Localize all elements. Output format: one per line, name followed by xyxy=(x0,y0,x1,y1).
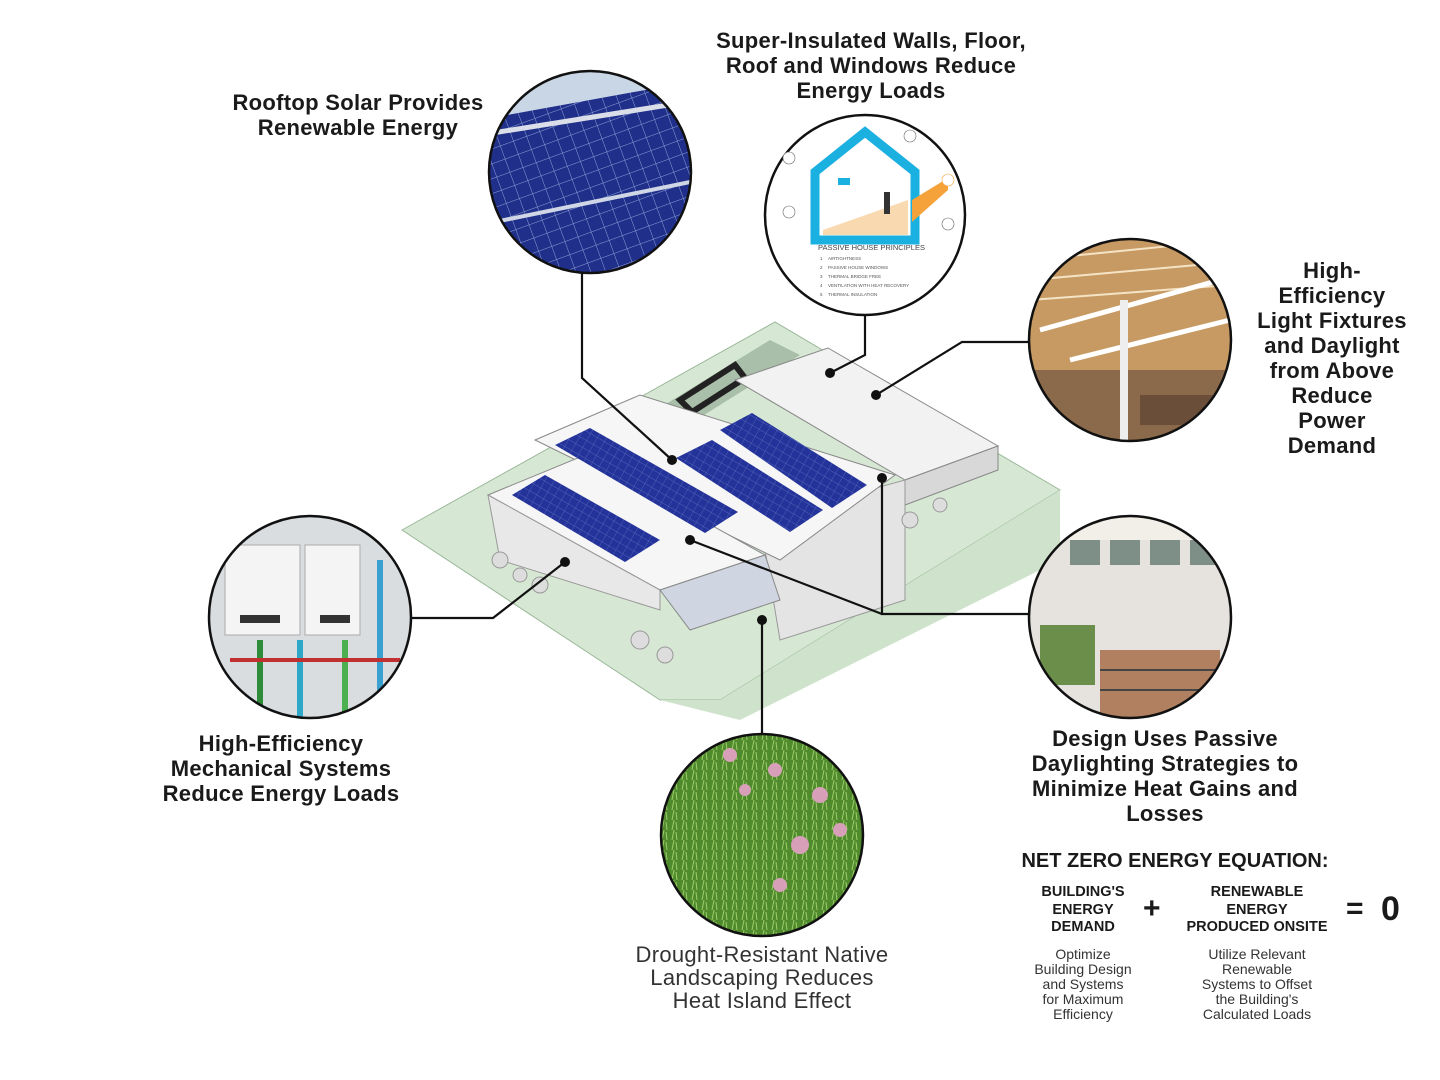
ph-item-num: 5 xyxy=(820,292,823,297)
desc-line: Utilize Relevant xyxy=(1208,945,1306,962)
leader-mechanical xyxy=(412,561,566,620)
label-line: High-Efficiency xyxy=(198,731,364,756)
ph-item-num: 2 xyxy=(820,265,823,270)
leader-solar xyxy=(580,273,673,461)
label-super-insulated: Super-Insulated Walls, Floor, Roof and W… xyxy=(680,28,1062,103)
label-line: Landscaping Reduces xyxy=(650,965,874,990)
ph-item-num: 3 xyxy=(820,274,823,279)
heading-line: ENERGY xyxy=(1226,901,1288,918)
label-line: Super-Insulated Walls, Floor, xyxy=(716,28,1026,53)
desc-line: for Maximum xyxy=(1042,990,1124,1007)
leader-dots xyxy=(560,368,887,625)
passive-house-diagram: PASSIVE HOUSE PRINCIPLES 1 AIRTIGHTNESS 2… xyxy=(763,113,967,317)
ph-item-num: 1 xyxy=(820,256,823,261)
label-line: Reduce xyxy=(1291,383,1373,408)
heading-line: DEMAND xyxy=(1051,919,1115,935)
ph-item-text: PASSIVE HOUSE WINDOWS xyxy=(828,265,888,270)
label-light-fixtures: High- Efficiency Light Fixtures and Dayl… xyxy=(1240,258,1424,458)
equals-sign: = xyxy=(1346,892,1364,925)
leader-daylighting-2 xyxy=(689,538,883,616)
front-facade xyxy=(659,554,781,631)
label-line: Efficiency xyxy=(1278,283,1386,308)
label-line: Drought-Resistant Native xyxy=(635,942,889,967)
ph-item-text: THERMAL INSULATION xyxy=(828,292,877,297)
label-line: Heat Island Effect xyxy=(672,988,852,1013)
solar-array-1 xyxy=(512,475,660,562)
ph-item-text: VENTILATION WITH HEAT RECOVERY xyxy=(828,283,909,288)
label-line: Power xyxy=(1298,408,1366,433)
solar-array-3 xyxy=(676,440,823,532)
label-line: and Daylight xyxy=(1264,333,1400,358)
equation-title: NET ZERO ENERGY EQUATION: xyxy=(1021,850,1329,872)
renewable-heading: RENEWABLE ENERGY PRODUCED ONSITE xyxy=(1176,884,1338,937)
label-line: Daylighting Strategies to xyxy=(1031,751,1299,776)
light-fixtures-photo xyxy=(1029,239,1231,441)
equation-result: 0 xyxy=(1381,890,1400,928)
desc-line: Building Design xyxy=(1034,960,1132,977)
label-line: Rooftop Solar Provides xyxy=(232,90,484,115)
label-landscaping: Drought-Resistant Native Landscaping Red… xyxy=(600,943,924,1012)
leader-lines xyxy=(412,273,1029,733)
label-rooftop-solar: Rooftop Solar Provides Renewable Energy xyxy=(210,90,506,140)
desc-line: and Systems xyxy=(1042,975,1124,992)
ph-item-text: THERMAL BRIDGE FREE xyxy=(828,274,881,279)
label-line: Design Uses Passive xyxy=(1052,726,1278,751)
ph-item-text: AIRTIGHTNESS xyxy=(828,256,861,261)
leader-insulation xyxy=(829,315,867,374)
solar-panel-photo xyxy=(489,71,691,273)
native-landscaping-photo xyxy=(661,734,863,936)
desc-line: Calculated Loads xyxy=(1202,1005,1312,1022)
heading-line: BUILDING'S xyxy=(1041,884,1125,900)
label-line: Light Fixtures xyxy=(1257,308,1407,333)
label-line: Demand xyxy=(1287,433,1377,458)
heading-line: PRODUCED ONSITE xyxy=(1186,919,1328,935)
label-line: Energy Loads xyxy=(796,78,946,103)
desc-line: the Building's xyxy=(1215,990,1299,1007)
leader-lighting xyxy=(875,340,1029,396)
heading-line: ENERGY xyxy=(1052,901,1114,918)
label-mechanical: High-Efficiency Mechanical Systems Reduc… xyxy=(130,731,432,806)
demand-heading: BUILDING'S ENERGY DEMAND xyxy=(1010,884,1156,937)
passive-house-title: PASSIVE HOUSE PRINCIPLES xyxy=(818,243,925,252)
equation-renewable: RENEWABLE ENERGY PRODUCED ONSITE Utilize… xyxy=(1176,884,1338,1022)
desc-line: Efficiency xyxy=(1053,1005,1113,1022)
desc-line: Systems to Offset xyxy=(1201,975,1313,992)
label-line: Minimize Heat Gains and xyxy=(1031,776,1299,801)
label-line: Losses xyxy=(1126,801,1204,826)
equation-demand: BUILDING'S ENERGY DEMAND Optimize Buildi… xyxy=(1010,884,1156,1022)
demand-description: Optimize Building Design and Systems for… xyxy=(1010,945,1156,1022)
label-line: High- xyxy=(1303,258,1361,283)
label-line: Reduce Energy Loads xyxy=(162,781,400,806)
label-line: Renewable Energy xyxy=(257,115,459,140)
desc-line: Optimize xyxy=(1055,945,1111,962)
mechanical-systems-photo xyxy=(209,516,411,718)
label-line: Roof and Windows Reduce xyxy=(725,53,1017,78)
label-daylighting: Design Uses Passive Daylighting Strategi… xyxy=(995,726,1335,826)
west-wall xyxy=(487,494,661,611)
desc-line: Renewable xyxy=(1221,960,1293,977)
label-line: Mechanical Systems xyxy=(170,756,392,781)
heading-line: RENEWABLE xyxy=(1210,884,1304,900)
house-outline-icon xyxy=(810,126,920,245)
building-axonometric xyxy=(401,321,1061,720)
ph-item-num: 4 xyxy=(820,283,823,288)
label-line: from Above xyxy=(1269,358,1395,383)
solar-array-2 xyxy=(555,428,738,533)
renewable-description: Utilize Relevant Renewable Systems to Of… xyxy=(1176,945,1338,1022)
plus-sign: + xyxy=(1143,892,1161,925)
solar-array-4 xyxy=(720,413,867,508)
